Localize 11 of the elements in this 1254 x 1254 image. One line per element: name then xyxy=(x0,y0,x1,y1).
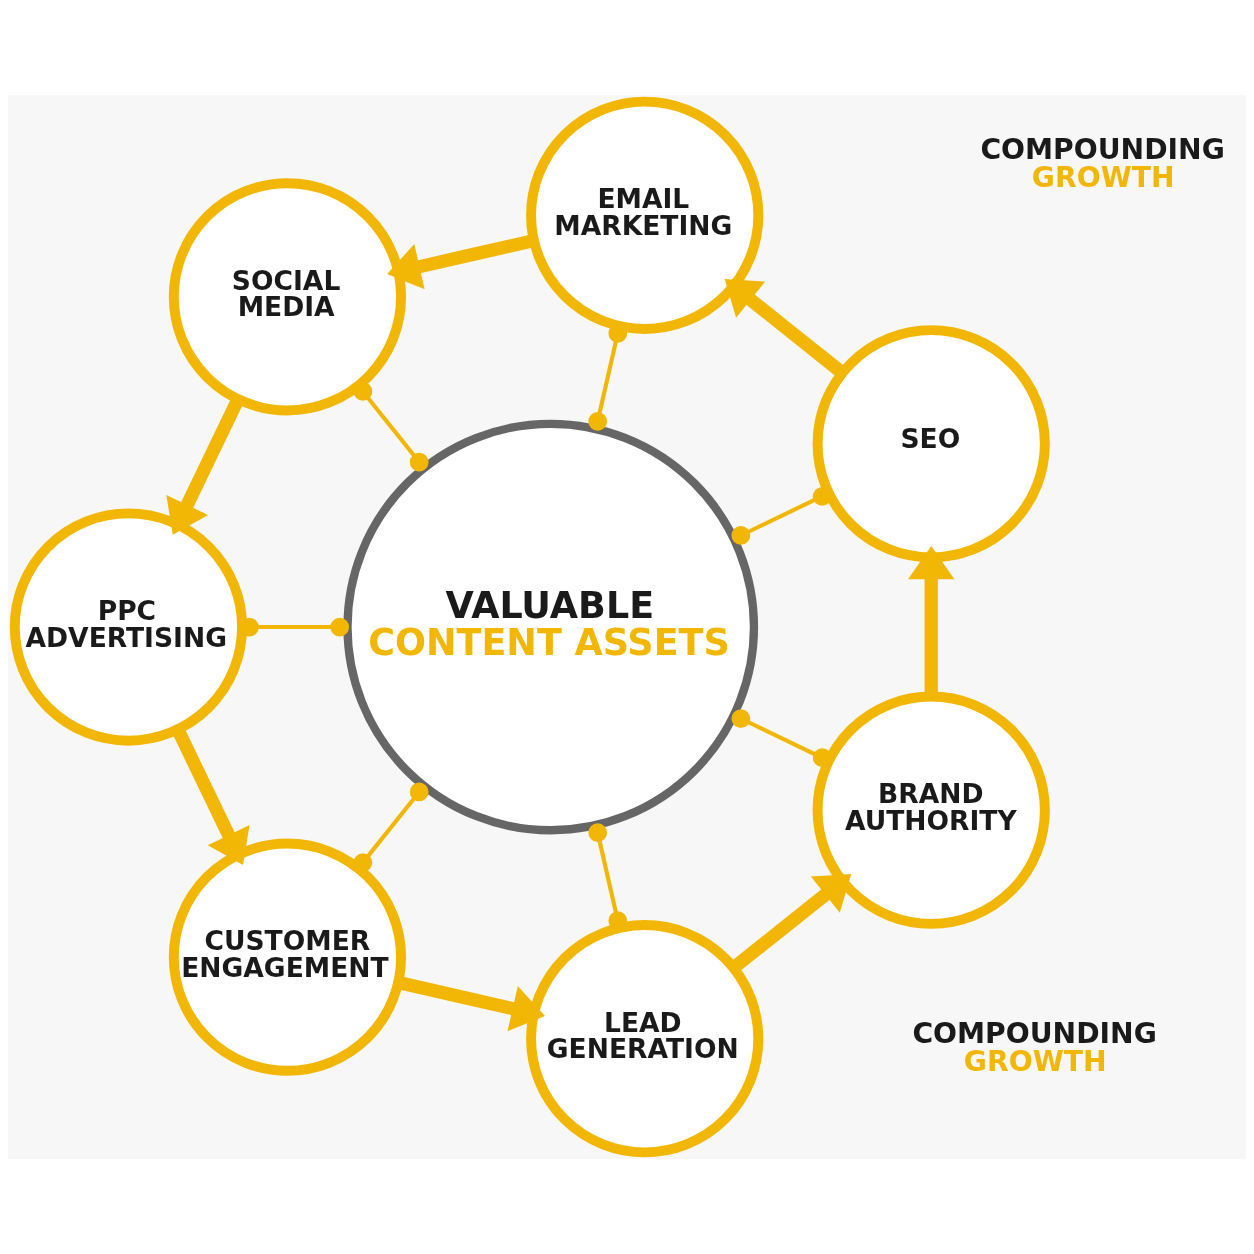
connector xyxy=(731,486,832,545)
label: COMPOUNDING GROWTH xyxy=(980,132,1225,194)
connector xyxy=(353,382,429,472)
node-circle: LEAD GENERATION xyxy=(526,920,764,1158)
connector xyxy=(353,782,429,872)
node-circle: VALUABLE CONTENT ASSETS xyxy=(343,419,759,835)
node-circle: CUSTOMER ENGAGEMENT xyxy=(168,838,407,1076)
label: COMPOUNDING GROWTH xyxy=(912,1016,1157,1078)
node-circle: PPC ADVERTISING xyxy=(9,508,248,746)
connector xyxy=(731,709,832,768)
node-circle: SOCIAL MEDIA xyxy=(168,178,407,416)
